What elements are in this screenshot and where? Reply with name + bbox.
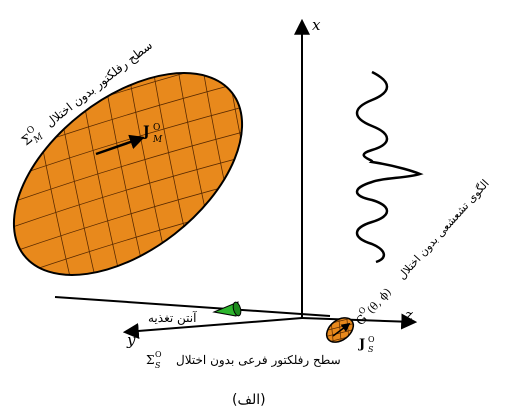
x-axis-label: x (312, 16, 321, 34)
radiation-pattern-curve (355, 70, 424, 264)
sub-reflector-label: سطح رفلکتور فرعی بدون اختلال (176, 353, 341, 367)
sub-current-arrow (332, 322, 351, 337)
svg-text:O: O (25, 124, 37, 136)
pattern-label: الگوی تشعشعی بدون اختلال (395, 177, 491, 282)
svg-text:O: O (153, 123, 160, 133)
main-reflector (0, 32, 279, 316)
svg-text:O: O (155, 350, 162, 359)
svg-text:S: S (368, 345, 374, 354)
main-reflector-symbol: Σ O M (19, 124, 46, 149)
svg-text:O: O (357, 305, 368, 316)
svg-text:Σ: Σ (146, 353, 154, 367)
svg-text:(θ, ϕ): (θ, ϕ) (364, 286, 394, 317)
z-axis (301, 313, 418, 330)
y-axis (122, 317, 303, 339)
main-current-arrow (95, 134, 145, 156)
base-line (54, 296, 331, 317)
z-axis-label: z (404, 306, 413, 324)
figure-caption: (الف) (232, 392, 266, 408)
sub-reflector-symbol: Σ O S (146, 350, 162, 370)
feed-label: آنتن تغذیه (148, 310, 197, 325)
sub-current-label: J O S (358, 335, 375, 354)
svg-text:J: J (141, 124, 150, 140)
feed-antenna (212, 301, 242, 317)
svg-text:S: S (155, 361, 161, 370)
y-axis-label: y (126, 331, 136, 349)
svg-text:J: J (358, 337, 365, 352)
svg-text:M: M (152, 135, 163, 145)
main-current-label: J O M (141, 123, 163, 145)
svg-text:O: O (368, 335, 375, 344)
